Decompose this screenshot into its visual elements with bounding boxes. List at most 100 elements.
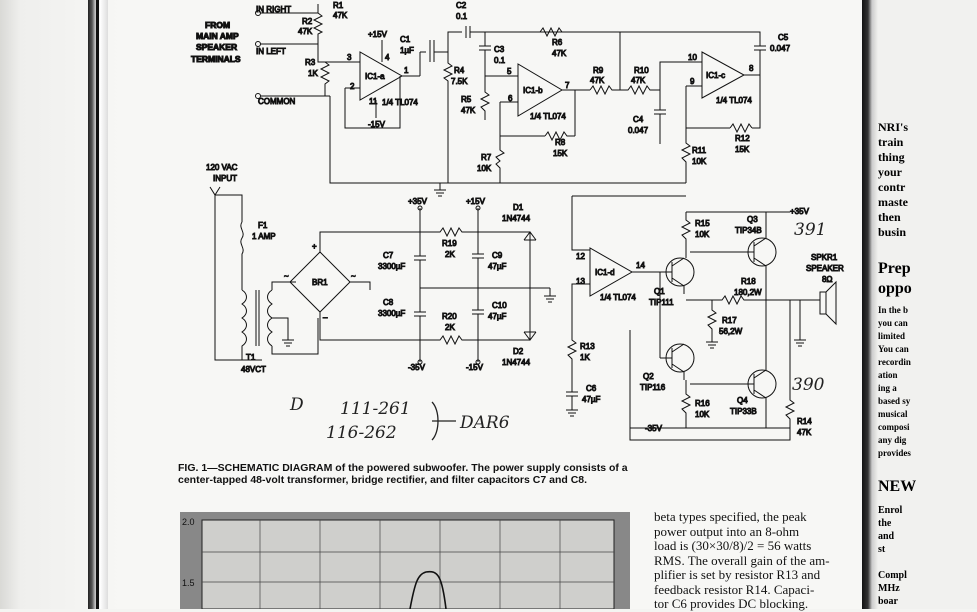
spkr1-type: SPEAKER <box>806 264 844 273</box>
adj-heading: NEW <box>878 478 917 495</box>
t1-value: 48VCT <box>241 365 266 374</box>
pin-8: 8 <box>749 64 754 73</box>
pin-3: 3 <box>347 53 352 62</box>
r19-name: R19 <box>442 239 457 248</box>
figure-caption: FIG. 1—SCHEMATIC DIAGRAM of the powered … <box>178 462 648 486</box>
r16-name: R16 <box>695 399 710 408</box>
handwritten-notes: D 111-261 116-262 DAR6 391 390 <box>289 220 826 443</box>
d2-name: D2 <box>513 347 524 356</box>
ic1b-name: IC1-b <box>523 86 543 95</box>
rail-m15: -15V <box>368 120 386 129</box>
adj-line: your <box>878 165 902 179</box>
r3-name: R3 <box>305 58 316 67</box>
adj-line: train <box>878 135 904 149</box>
f1-name: F1 <box>258 221 268 230</box>
c7-value: 3300µF <box>378 262 405 271</box>
r2-value: 47K <box>298 27 313 36</box>
response-graph: 2.0 1.5 <box>180 512 630 609</box>
r13-name: R13 <box>580 342 595 351</box>
c7-name: C7 <box>383 251 394 260</box>
r12-name: R12 <box>735 134 750 143</box>
adj-line: and <box>878 531 895 542</box>
r5-value: 47K <box>461 106 476 115</box>
adj-line: st <box>878 544 886 555</box>
r17-name: R17 <box>722 316 737 325</box>
q2-name: Q2 <box>643 372 654 381</box>
pin-14: 14 <box>636 261 645 270</box>
adj-line: NRI's <box>878 120 909 134</box>
r16-value: 10K <box>695 410 710 419</box>
adj-line: You can <box>878 344 909 354</box>
pin-1: 1 <box>404 66 409 75</box>
c8-name: C8 <box>383 298 394 307</box>
br1-plus: + <box>312 242 317 251</box>
ic1a: IC1-a 1/4 TL074 3 1 2 4 11 +15V -15V C1 … <box>344 30 440 130</box>
r19-value: 2K <box>445 250 455 259</box>
adj-line: boar <box>878 596 898 607</box>
adj-line: based sy <box>878 396 911 406</box>
r10-name: R10 <box>634 66 649 75</box>
hand-q4-note: 390 <box>792 375 825 395</box>
adj-line: ing a <box>878 383 897 393</box>
rail-m35b: -35V <box>645 424 663 433</box>
adj-line: musical <box>878 409 908 419</box>
svg-text:~: ~ <box>284 272 289 281</box>
c3-value: 0.1 <box>494 56 506 65</box>
c9-value: 47µF <box>488 262 507 271</box>
body-paragraph: beta types specified, the peak power out… <box>654 509 864 612</box>
adj-line: composi <box>878 422 910 432</box>
body-line: power output into an 8-ohm <box>654 523 800 539</box>
ic1c-part: 1/4 TL074 <box>716 96 752 105</box>
rail-m35: -35V <box>408 363 426 372</box>
c2-name: C2 <box>456 1 467 10</box>
ic1b-part: 1/4 TL074 <box>530 112 566 121</box>
t1-name: T1 <box>246 353 256 362</box>
body-line: beta types specified, the peak <box>654 509 807 524</box>
y-tick-1-5: 1.5 <box>182 578 195 588</box>
c6-name: C6 <box>586 384 597 393</box>
r9-value: 47K <box>590 76 605 85</box>
ic1c-section: R9 47K R10 47K C5 0.047 IC1-c 1/4 TL074 … <box>575 31 791 184</box>
c8-value: 3300µF <box>378 309 405 318</box>
adj-line: contr <box>878 180 906 194</box>
adj-line: In the b <box>878 305 909 315</box>
rail-p15: +15V <box>368 30 388 39</box>
r8-name: R8 <box>555 138 566 147</box>
c9-name: C9 <box>492 251 503 260</box>
hand-line-1: 111-261 <box>340 399 411 419</box>
rail-m15b: -15V <box>466 363 484 372</box>
r11-name: R11 <box>692 146 707 155</box>
adj-heading: Prep <box>878 260 911 277</box>
r10-value: 47K <box>631 76 646 85</box>
pin-10: 10 <box>688 53 697 62</box>
r7-value: 10K <box>477 164 492 173</box>
adj-line: ation <box>878 370 898 380</box>
adj-line: provides <box>878 448 911 458</box>
terminal-in-left <box>255 41 261 47</box>
r13-value: 1K <box>580 353 590 362</box>
adj-line: limited <box>878 331 905 341</box>
r2-name: R2 <box>302 17 313 26</box>
pin-12: 12 <box>576 252 585 261</box>
c10-name: C10 <box>492 301 507 310</box>
ac-input-label-1: 120 VAC <box>206 163 238 172</box>
f1-value: 1 AMP <box>252 232 276 241</box>
body-line: tor C6 provides DC blocking. <box>654 596 809 611</box>
caption-rest: The power supply consists of a center-ta… <box>178 462 628 486</box>
r14-value: 47K <box>797 428 812 437</box>
body-line: feedback resistor R14. Capaci- <box>654 581 815 597</box>
r14-name: R14 <box>797 417 812 426</box>
pin-9: 9 <box>690 77 695 86</box>
c1-value: 1µF <box>400 46 414 55</box>
r6-name: R6 <box>552 38 563 47</box>
q3-value: TIP34B <box>735 226 762 235</box>
adj-heading: oppo <box>878 280 912 297</box>
pin-6: 6 <box>508 94 513 103</box>
pin-2: 2 <box>350 82 355 91</box>
c4-value: 0.047 <box>628 126 649 135</box>
r15-name: R15 <box>695 219 710 228</box>
q4-value: TIP33B <box>730 407 757 416</box>
r8-value: 15K <box>553 149 568 158</box>
q1-value: TIP111 <box>649 298 674 307</box>
